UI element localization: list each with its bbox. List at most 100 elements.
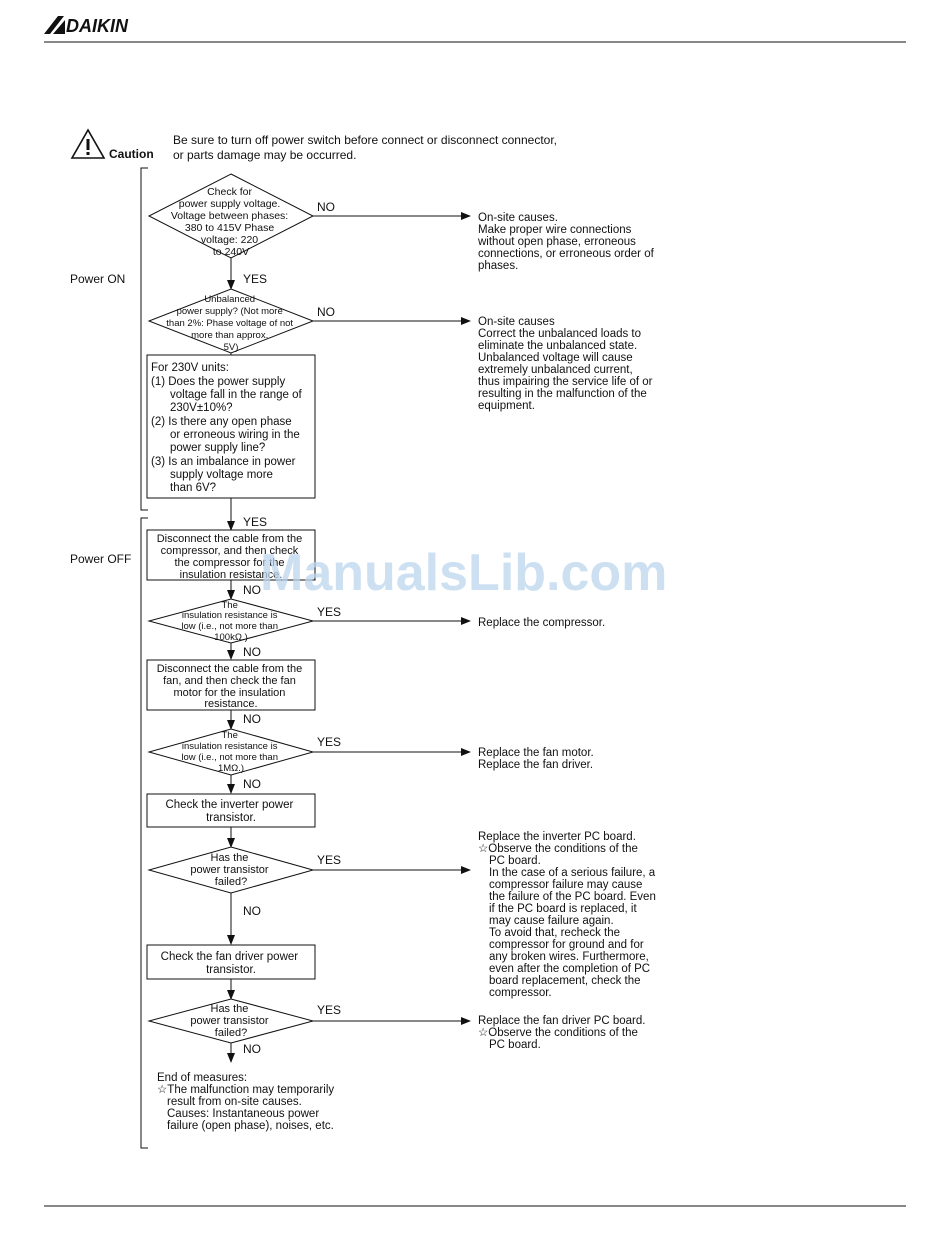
r4-line: Replace the fan motor. — [478, 747, 594, 759]
box-disconnect-fan: Disconnect the cable from the fan, and t… — [146, 659, 316, 711]
svg-text:On-site causes Correct t: On-site causes Correct the unbalanced lo… — [478, 316, 656, 412]
r2-line: eliminate the unbalanced state. — [478, 340, 637, 352]
section-bracket-power-off: Power OFF — [70, 517, 148, 1149]
result-onsite-wiring: On-site causes. Make proper wire connect… — [477, 212, 657, 272]
b230-line: or erroneous wiring in the — [170, 429, 300, 441]
end-line: End of measures: — [157, 1072, 247, 1084]
r2-line: extremely unbalanced current, — [478, 364, 633, 376]
svg-text:Disconnect the cable from the: Disconnect the cable from the fan, and t… — [157, 663, 306, 710]
r1-line: without open phase, erroneous — [477, 236, 636, 248]
svg-text:Has the power transistor: Has the power transistor failed? — [190, 1003, 271, 1039]
bcomp-line: the compressor for the — [174, 557, 284, 569]
r5-line: In the case of a serious failure, a — [489, 867, 656, 879]
label-yes: YES — [317, 1003, 341, 1017]
svg-text:Check for power supply v: Check for power supply voltage. Voltage … — [171, 186, 291, 258]
d2-line: than 2%: Phase voltage of not — [166, 318, 293, 329]
r1-line: On-site causes. — [478, 212, 558, 224]
d3-line: The — [221, 600, 237, 611]
r1-line: connections, or erroneous order of — [478, 248, 655, 260]
label-no: NO — [243, 777, 261, 791]
b230-line: supply voltage more — [170, 469, 273, 481]
label-yes: YES — [317, 853, 341, 867]
logo-mark-icon — [44, 16, 64, 34]
svg-text:Replace the inverter PC board.: Replace the inverter PC board. ☆Observe … — [478, 831, 659, 999]
label-no: NO — [243, 1042, 261, 1056]
r5-line: compressor. — [489, 987, 552, 999]
r6-line: ☆Observe the conditions of the — [478, 1027, 638, 1039]
svg-text:Has the power transistor: Has the power transistor failed? — [190, 852, 271, 888]
b230-line: For 230V units: — [151, 362, 229, 374]
box-check-fan-driver-transistor: Check the fan driver power transistor. — [146, 944, 316, 980]
r5-line: board replacement, check the — [489, 975, 641, 987]
box-230v-units: For 230V units: (1) Does the power suppl… — [146, 354, 316, 499]
d2-line: power supply? (Not more — [177, 306, 283, 317]
r5-line: compressor failure may cause — [489, 879, 642, 891]
section-label-power-on: Power ON — [70, 272, 125, 286]
svg-text:Replace the fan motor. R: Replace the fan motor. Replace the fan d… — [478, 747, 597, 771]
label-no: NO — [317, 305, 335, 319]
label-no: NO — [243, 645, 261, 659]
caution-line-1: Be sure to turn off power switch before … — [173, 133, 557, 147]
d1-line: to 240V — [213, 246, 249, 258]
d5-line: failed? — [215, 876, 247, 888]
end-line: failure (open phase), noises, etc. — [167, 1120, 334, 1132]
svg-text:Check the fan driver power: Check the fan driver power transistor. — [161, 951, 302, 976]
brand-name: DAIKIN — [66, 16, 129, 36]
decision-power-supply-voltage: Check for power supply voltage. Voltage … — [147, 173, 315, 259]
section-label-power-off: Power OFF — [70, 552, 131, 566]
b230-line: (3) Is an imbalance in power — [151, 456, 296, 468]
label-yes: YES — [243, 272, 267, 286]
d4-line: low (i.e., not more than — [181, 752, 278, 763]
bcomp-line: compressor, and then check — [161, 545, 299, 557]
d4-line: insulation resistance is — [182, 741, 278, 752]
r2-line: equipment. — [478, 400, 535, 412]
binv-line: transistor. — [206, 812, 256, 824]
r5-line: may cause failure again. — [489, 915, 614, 927]
d1-line: 380 to 415V Phase — [185, 222, 274, 234]
d2-line: 5V) — [224, 342, 239, 353]
b230-line: power supply line? — [170, 442, 265, 454]
watermark: ManualsLib.com — [260, 544, 667, 602]
result-replace-compressor: Replace the compressor. — [478, 617, 605, 629]
d4-line: The — [221, 730, 237, 741]
binv-line: Check the inverter power — [165, 799, 293, 811]
svg-text:End of measures: ☆The ma: End of measures: ☆The malfunction may te… — [157, 1072, 337, 1132]
bfand-line: Check the fan driver power — [161, 951, 299, 963]
result-onsite-unbalanced: On-site causes Correct the unbalanced lo… — [478, 316, 656, 412]
d6-line: Has the — [211, 1003, 249, 1015]
d2-line: Unbalanced — [204, 294, 255, 305]
label-no: NO — [243, 712, 261, 726]
decision-fan-driver-transistor-failed: Has the power transistor failed? — [147, 998, 315, 1044]
svg-text:The insulation resistanc: The insulation resistance is low (i.e., … — [181, 600, 280, 643]
svg-text:Replace the fan driver PC boar: Replace the fan driver PC board. ☆Observ… — [478, 1015, 649, 1051]
r5-line: if the PC board is replaced, it — [489, 903, 637, 915]
r1-line: Make proper wire connections — [478, 224, 632, 236]
decision-inverter-transistor-failed: Has the power transistor failed? — [147, 846, 315, 894]
r5-line: even after the completion of PC — [489, 963, 650, 975]
box-check-inverter-transistor: Check the inverter power transistor. — [146, 793, 316, 828]
end-line: Causes: Instantaneous power — [167, 1108, 319, 1120]
r4-line: Replace the fan driver. — [478, 759, 593, 771]
bfan-line: resistance. — [204, 698, 257, 710]
box-disconnect-compressor: Disconnect the cable from the compressor… — [146, 529, 316, 581]
label-yes: YES — [243, 515, 267, 529]
d4-line: 1MΩ.) — [218, 763, 244, 774]
r3-line: Replace the compressor. — [478, 617, 605, 629]
caution-block: Caution Be sure to turn off power switch… — [70, 128, 557, 162]
d3-line: insulation resistance is — [182, 610, 278, 621]
r2-line: resulting in the malfunction of the — [478, 388, 647, 400]
svg-text:Unbalanced power supply?: Unbalanced power supply? (Not more than … — [166, 294, 295, 353]
b230-line: than 6V? — [170, 482, 216, 494]
section-bracket-power-on: Power ON — [70, 167, 148, 511]
r5-line: compressor for ground and for — [489, 939, 644, 951]
bfan-line: Disconnect the cable from the — [157, 663, 303, 675]
d1-line: Voltage between phases: — [171, 210, 288, 222]
decision-fan-insulation: The insulation resistance is low (i.e., … — [147, 728, 315, 776]
svg-text:On-site causes. Make pro: On-site causes. Make proper wire connect… — [477, 212, 657, 272]
b230-line: voltage fall in the range of — [170, 389, 303, 401]
bfan-line: fan, and then check the fan — [163, 675, 296, 687]
r5-line: PC board. — [489, 855, 541, 867]
r2-line: Unbalanced voltage will cause — [478, 352, 633, 364]
r1-line: phases. — [478, 260, 518, 272]
svg-text:Disconnect the cable from the: Disconnect the cable from the compressor… — [157, 533, 306, 581]
